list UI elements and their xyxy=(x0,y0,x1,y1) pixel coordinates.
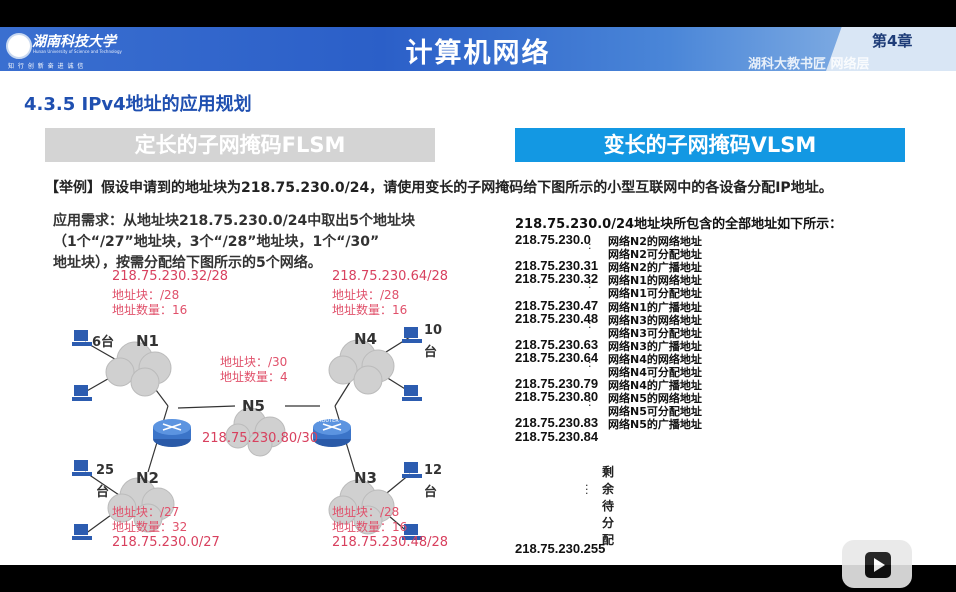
host-computer-icons xyxy=(72,327,422,540)
n4-count: 地址数量：16 xyxy=(332,303,408,317)
n3-hosts-unit: 台 xyxy=(424,485,438,500)
address-value: 218.75.230.79 xyxy=(515,376,599,391)
address-description: 网络N5的广播地址 xyxy=(608,418,702,431)
n2-hosts-unit: 台 xyxy=(96,485,110,500)
remaining-char: 剩 xyxy=(602,465,615,479)
network-diagram xyxy=(72,327,422,540)
flsm-tab: 定长的子网掩码FLSM xyxy=(45,128,435,162)
n2-cloud xyxy=(107,477,175,533)
address-value: 218.75.230.32 xyxy=(515,271,599,286)
chapter-subtitle: 湖科大教书匠 网络层 xyxy=(748,57,870,72)
n1-name: N1 xyxy=(136,332,159,350)
n3-block: 地址块：/28 xyxy=(332,505,400,519)
address-description: 网络N1的网络地址 xyxy=(608,274,702,287)
requirement-line: （1个“/27”地址块，3个“/28”地址块，1个“/30” xyxy=(53,234,380,250)
n3-block-addr: 218.75.230.48/28 xyxy=(332,535,449,550)
address-description: 网络N3可分配地址 xyxy=(608,327,702,340)
address-description: 网络N4可分配地址 xyxy=(608,366,702,379)
address-value: 218.75.230.80 xyxy=(515,389,599,404)
university-name: 湖南科技大学 xyxy=(32,34,116,50)
n2-block: 地址块：/27 xyxy=(112,505,180,519)
play-icon xyxy=(865,552,891,578)
n3-hosts-num: 12 xyxy=(424,463,443,478)
remaining-char: 待 xyxy=(602,499,615,513)
address-description: 网络N1可分配地址 xyxy=(608,287,702,300)
n1-hosts: 6台 xyxy=(92,335,115,350)
requirement-line: 地址块），按需分配给下图所示的5个网络。 xyxy=(53,255,322,271)
n5-name: N5 xyxy=(242,397,265,415)
address-value: 218.75.230.63 xyxy=(515,337,599,352)
last-address: 218.75.230.255 xyxy=(515,541,606,556)
n1-count: 地址数量：16 xyxy=(112,303,188,317)
n5-block: 地址块：/30 xyxy=(220,355,288,369)
ellipsis-dots: · · · xyxy=(585,479,589,500)
n2-name: N2 xyxy=(136,469,159,487)
course-title: 计算机网络 xyxy=(405,38,551,69)
remaining-char: 余 xyxy=(602,482,615,496)
n4-cloud xyxy=(328,339,395,395)
n4-hosts-num: 10 xyxy=(424,323,443,338)
n2-count: 地址数量：32 xyxy=(112,520,188,534)
router-right-icon xyxy=(313,419,351,447)
n1-cloud xyxy=(105,341,172,397)
address-description: 网络N2可分配地址 xyxy=(608,248,702,261)
n1-block-addr: 218.75.230.32/28 xyxy=(112,269,229,284)
address-value: 218.75.230.84 xyxy=(515,429,599,444)
ellipsis-dots: · · xyxy=(588,238,592,255)
address-table-heading: 218.75.230.0/24地址块所包含的全部地址如下所示： xyxy=(515,217,843,232)
address-description: 网络N2的广播地址 xyxy=(608,261,702,274)
router-left-icon xyxy=(153,419,191,447)
ellipsis-dots: · · xyxy=(588,356,592,373)
vlsm-tab: 变长的子网掩码VLSM xyxy=(515,128,905,162)
n5-count: 地址数量：4 xyxy=(220,370,288,384)
example-text: 【举例】假设申请到的地址块为218.75.230.0/24，请使用变长的子网掩码… xyxy=(45,180,833,196)
address-description: 网络N3的广播地址 xyxy=(608,340,702,353)
university-motto: 知 行 创 新 奋 进 诚 信 xyxy=(8,63,85,70)
address-description: 网络N4的广播地址 xyxy=(608,379,702,392)
router-right-label: ROUTER xyxy=(318,418,339,424)
chapter-label: 第4章 xyxy=(872,32,913,50)
requirement-line: 应用需求：从地址块218.75.230.0/24中取出5个地址块 xyxy=(53,213,415,229)
n3-cloud xyxy=(328,479,395,535)
play-button[interactable] xyxy=(842,540,912,588)
n3-count: 地址数量：16 xyxy=(332,520,408,534)
address-value: 218.75.230.83 xyxy=(515,415,599,430)
chapter-tab xyxy=(826,27,956,71)
n3-name: N3 xyxy=(354,469,377,487)
n1-block: 地址块：/28 xyxy=(112,288,180,302)
n5-block-addr: 218.75.230.80/30 xyxy=(202,431,319,446)
slide: 湖南科技大学 Hunan University of Science and T… xyxy=(0,27,956,565)
address-description: 网络N4的网络地址 xyxy=(608,353,702,366)
address-description: 网络N2的网络地址 xyxy=(608,235,702,248)
address-value: 218.75.230.47 xyxy=(515,298,599,313)
ellipsis-dots: · · xyxy=(588,277,592,294)
n4-name: N4 xyxy=(354,330,377,348)
router-left-label: ROUTER xyxy=(76,418,97,424)
address-value: 218.75.230.64 xyxy=(515,350,599,365)
address-value: 218.75.230.0 xyxy=(515,232,591,247)
address-description: 网络N1的广播地址 xyxy=(608,301,702,314)
address-description: 网络N5可分配地址 xyxy=(608,405,702,418)
address-description: 网络N3的网络地址 xyxy=(608,314,702,327)
university-en-name: Hunan University of Science and Technolo… xyxy=(33,49,122,54)
remaining-char: 分 xyxy=(602,516,615,530)
ellipsis-dots: · · xyxy=(588,395,592,412)
n2-hosts-num: 25 xyxy=(96,463,115,478)
university-logo-icon xyxy=(6,33,32,59)
n4-block: 地址块：/28 xyxy=(332,288,400,302)
address-description: 网络N5的网络地址 xyxy=(608,392,702,405)
n2-block-addr: 218.75.230.0/27 xyxy=(112,535,220,550)
remaining-char: 配 xyxy=(602,533,615,547)
address-value: 218.75.230.48 xyxy=(515,311,599,326)
section-title: 4.3.5 IPv4地址的应用规划 xyxy=(24,94,252,115)
ellipsis-dots: · · xyxy=(588,317,592,334)
n4-block-addr: 218.75.230.64/28 xyxy=(332,269,449,284)
n4-hosts-unit: 台 xyxy=(424,345,438,360)
n5-cloud xyxy=(225,407,286,457)
address-value: 218.75.230.31 xyxy=(515,258,599,273)
header-banner xyxy=(0,27,956,71)
